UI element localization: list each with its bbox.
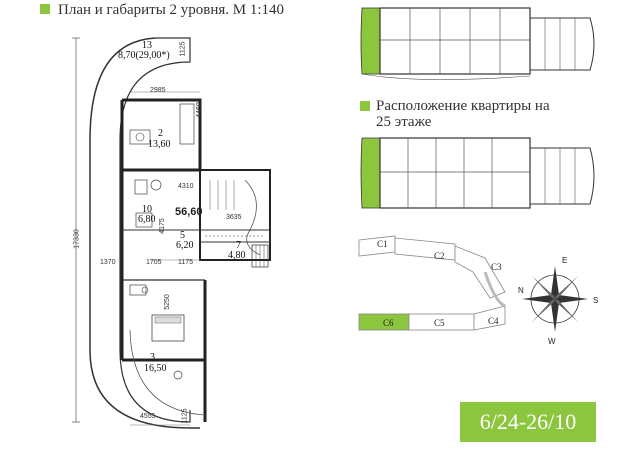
section-label-c1: C1 — [377, 239, 388, 249]
plan-title: План и габариты 2 уровня. М 1:140 — [58, 2, 285, 18]
dim-4310: 4310 — [178, 183, 194, 190]
room-7-number: 7 — [236, 240, 241, 251]
room-10-number: 10 — [142, 204, 152, 215]
room-3-area: 16,50 — [144, 363, 167, 374]
dim-3635: 3635 — [226, 214, 242, 221]
dim-4460: 4460 — [195, 102, 203, 118]
room-5-number: 5 — [180, 230, 185, 241]
location-title-line1: Расположение квартиры на — [376, 98, 550, 114]
heading-bullet — [40, 4, 50, 14]
section-key-plan — [358, 235, 506, 331]
compass-south-label: S — [593, 296, 599, 305]
section-label-c6: C6 — [383, 318, 394, 328]
building-plan-floor-25 — [360, 137, 595, 209]
dim-5250: 5250 — [163, 294, 171, 310]
compass-rose-icon — [522, 266, 588, 332]
location-bullet — [360, 101, 370, 111]
dim-17330: 17330 — [73, 229, 81, 249]
dim-2985: 2985 — [150, 87, 166, 94]
dim-1125-top: 1125 — [179, 41, 187, 57]
dim-1125-bottom: 1125 — [181, 408, 189, 424]
location-title-line2: 25 этаже — [376, 114, 432, 130]
dim-4555: 4555 — [140, 413, 156, 420]
room-2-area: 13,60 — [148, 139, 171, 150]
room-13-number: 13 — [142, 40, 152, 51]
section-label-c3: C3 — [491, 262, 502, 272]
floor-plan — [72, 37, 271, 429]
room-5-area: 6,20 — [176, 240, 194, 251]
dim-4175: 4175 — [158, 218, 166, 234]
building-plan-top — [360, 7, 595, 80]
room-10-area: 6,80 — [138, 214, 156, 225]
section-label-c4: C4 — [488, 316, 499, 326]
compass-north-label: N — [518, 286, 524, 295]
total-area: 56,60 — [175, 206, 203, 218]
apartment-code-badge: 6/24-26/10 — [460, 402, 596, 442]
dim-1175: 1175 — [178, 259, 194, 266]
room-2-number: 2 — [158, 128, 163, 139]
room-7-area: 4,80 — [228, 250, 246, 261]
room-3-number: 3 — [150, 352, 155, 363]
section-label-c5: C5 — [434, 318, 445, 328]
dim-1370: 1370 — [100, 259, 116, 266]
dim-1705: 1705 — [146, 259, 162, 266]
section-label-c2: C2 — [434, 251, 445, 261]
compass-west-label: W — [548, 337, 556, 346]
compass-east-label: E — [562, 256, 568, 265]
room-13-area: 8,70(29,00*) — [118, 50, 170, 61]
